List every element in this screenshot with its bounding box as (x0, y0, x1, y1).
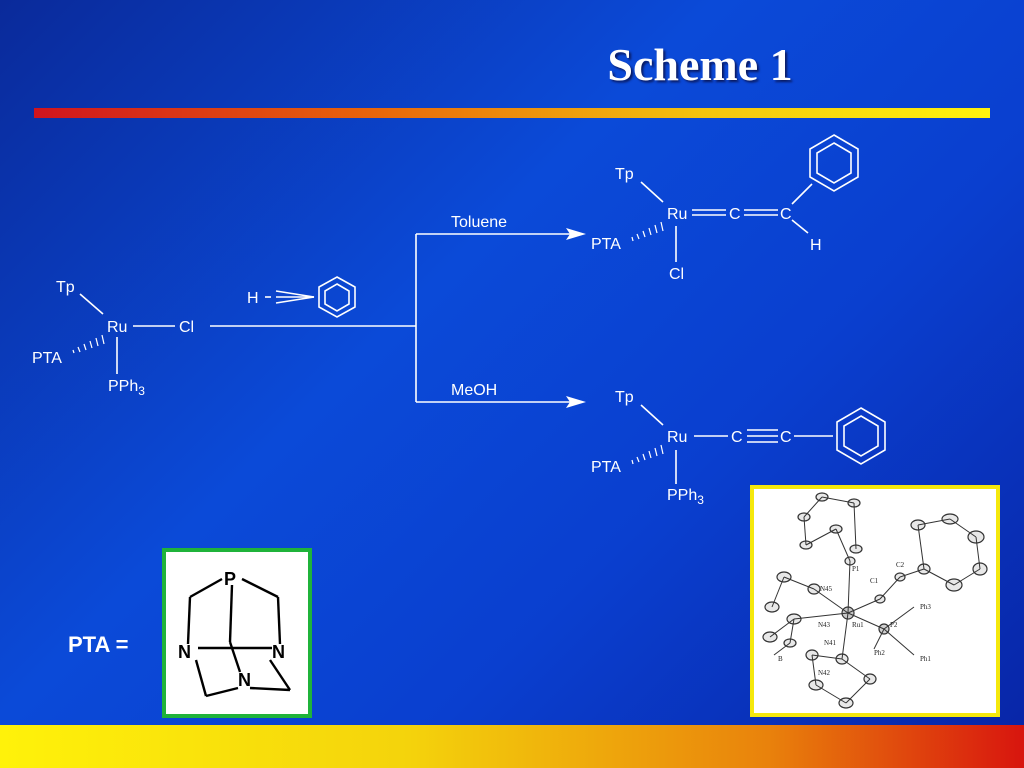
product-bottom-pta-hashed-bond (631, 444, 664, 465)
crystal-label-n41: N41 (824, 639, 837, 647)
pta-definition-label: PTA = (68, 632, 129, 657)
reagent-phenyl-ring (318, 276, 356, 318)
pta-structure-drawing: P N N N (178, 569, 291, 698)
crystal-label-n42: N42 (818, 669, 831, 677)
arrow-top-head (566, 228, 586, 240)
pta-atom-n-bottom: N (238, 670, 251, 690)
crystal-structure-drawing: P1 C1 C2 N45 N43 Ru1 P2 Ph3 N41 B Ph2 Ph… (762, 492, 988, 709)
product-bottom-phenyl-ring (836, 407, 886, 465)
bottom-gradient-bar (0, 725, 1024, 768)
reactant-tp-label: Tp (56, 279, 75, 296)
crystal-label-c2: C2 (896, 561, 905, 569)
arrow-bottom-head (566, 396, 586, 408)
product-top-pta-hashed-bond (631, 221, 664, 242)
reactant-pta-hashed-bond (72, 334, 105, 354)
product-top-cl-label: Cl (669, 266, 684, 283)
product-bottom-tp-label: Tp (615, 389, 634, 406)
product-bottom-pph3-label: PPh3 (667, 487, 704, 507)
pta-structure-box: P N N N (162, 548, 312, 718)
product-top-tp-label: Tp (615, 166, 634, 183)
product-bottom-ru-label: Ru (667, 429, 687, 446)
reactant-ru-label: Ru (107, 319, 127, 336)
reactant-pph3-label: PPh3 (108, 378, 145, 398)
product-top-pta-label: PTA (591, 236, 621, 253)
reagent-h-label: H (247, 290, 259, 307)
crystal-structure-box: P1 C1 C2 N45 N43 Ru1 P2 Ph3 N41 B Ph2 Ph… (750, 485, 1000, 717)
crystal-label-n45: N45 (820, 585, 833, 593)
crystal-label-p1: P1 (852, 565, 860, 573)
title-underline-bar (34, 108, 990, 118)
condition-toluene: Toluene (451, 214, 507, 231)
crystal-label-b: B (778, 655, 783, 663)
condition-meoh: MeOH (451, 382, 497, 399)
crystal-label-n43: N43 (818, 621, 831, 629)
crystal-label-c1: C1 (870, 577, 879, 585)
crystal-label-p2: P2 (890, 621, 898, 629)
reactant-cl-label: Cl (179, 319, 194, 336)
slide-title: Scheme 1 (607, 39, 793, 90)
product-top-h-label: H (810, 237, 822, 254)
reactant-pta-label: PTA (32, 350, 62, 367)
reactant-tp-bond (79, 293, 104, 315)
pta-atom-n-right: N (272, 642, 285, 662)
product-top-ru-label: Ru (667, 206, 687, 223)
product-top-c2-label: C (780, 206, 792, 223)
crystal-label-ph1: Ph1 (920, 655, 931, 663)
product-top-c1-label: C (729, 206, 741, 223)
crystal-label-ph3: Ph3 (920, 603, 931, 611)
product-bottom-c1-label: C (731, 429, 743, 446)
product-bottom-c2-label: C (780, 429, 792, 446)
crystal-label-ph2: Ph2 (874, 649, 885, 657)
pta-atom-p: P (224, 569, 236, 589)
pta-atom-n-left: N (178, 642, 191, 662)
crystal-label-ru1: Ru1 (852, 621, 864, 629)
product-bottom-pta-label: PTA (591, 459, 621, 476)
product-top-phenyl-ring (809, 134, 859, 192)
